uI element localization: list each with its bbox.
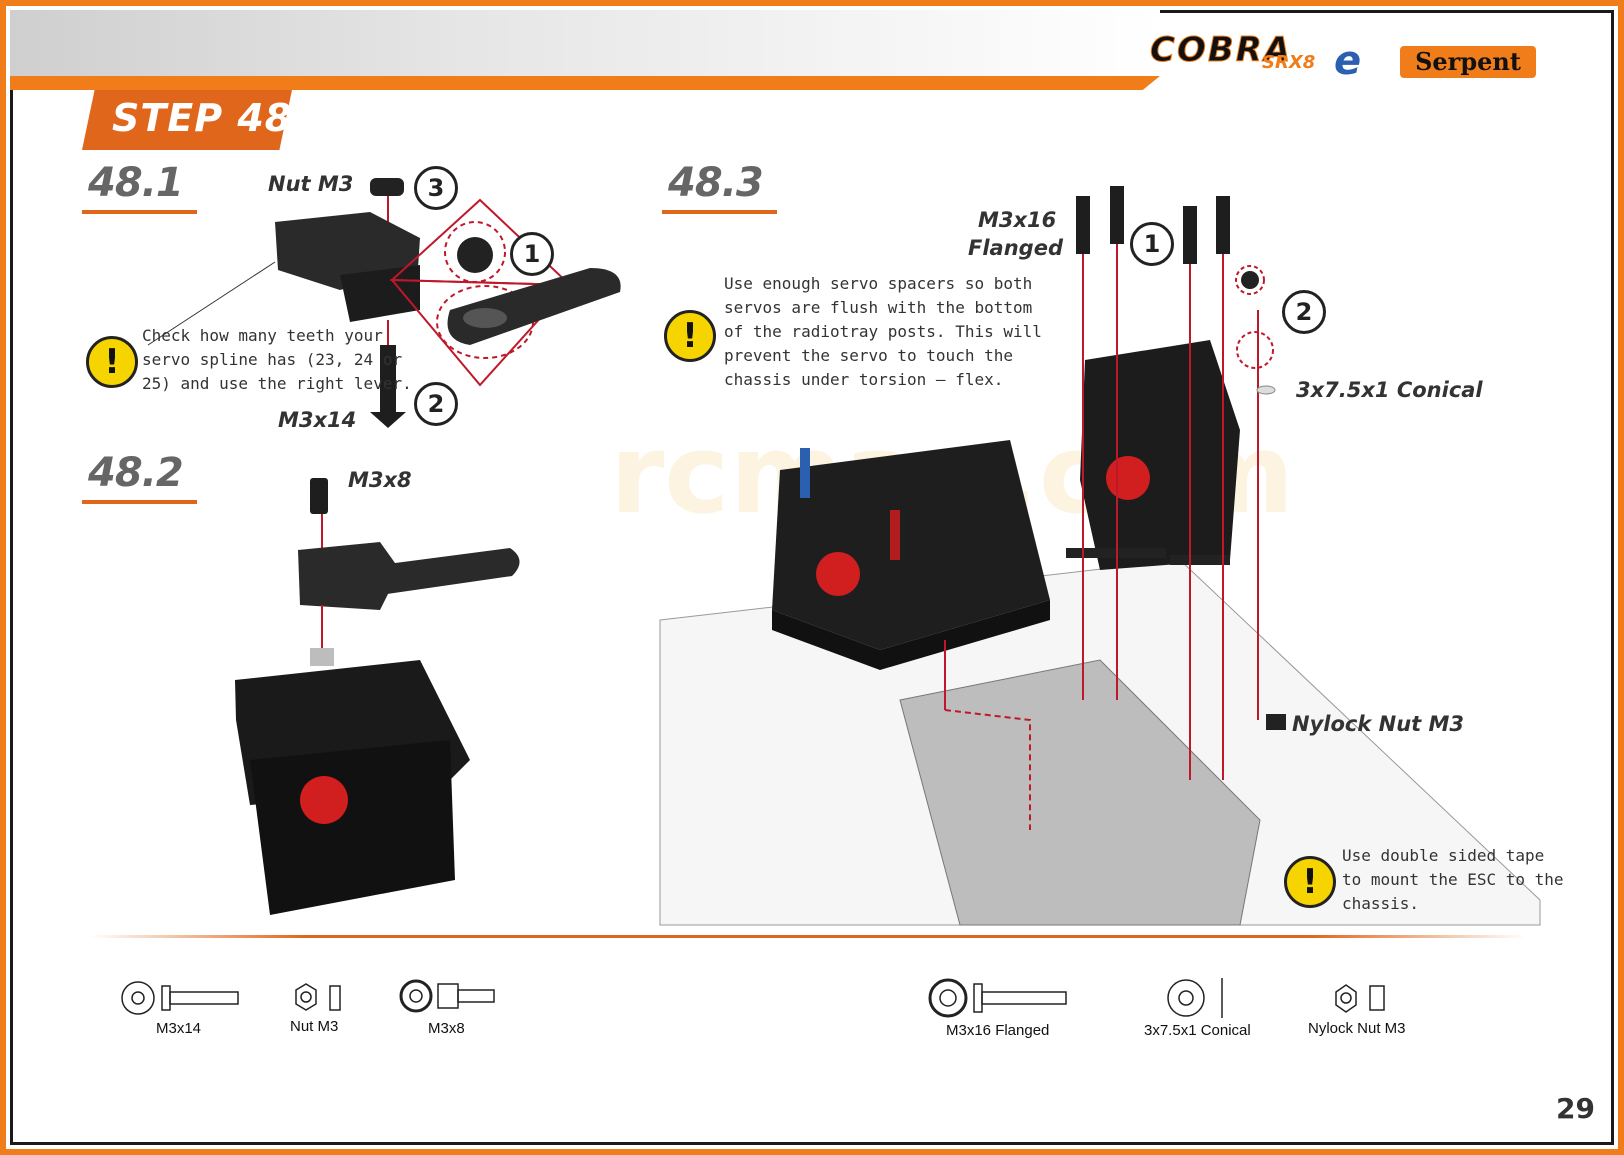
warning-icon: ! (664, 310, 716, 362)
legend-divider (90, 935, 1526, 938)
step-title: STEP 48 (112, 96, 293, 140)
step-banner (82, 90, 292, 150)
note-line: Use enough servo spacers so both (724, 274, 1033, 293)
legend-conical: 3x7.5x1 Conical (1144, 1022, 1251, 1039)
label-m3x8: M3x8 (348, 468, 412, 492)
warning-icon: ! (86, 336, 138, 388)
note-line: chassis under torsion – flex. (724, 370, 1004, 389)
legend-nylock-nut: Nylock Nut M3 (1308, 1020, 1406, 1037)
legend-m3x8: M3x8 (428, 1020, 465, 1037)
note-line: 25) and use the right lever. (142, 374, 412, 393)
note-double-sided-tape: Use double sided tape to mount the ESC t… (1342, 844, 1564, 916)
note-line: chassis. (1342, 894, 1420, 913)
label-m3x16: M3x16 (978, 208, 1057, 232)
note-line: prevent the servo to touch the (724, 346, 1013, 365)
legend-m3x14: M3x14 (156, 1020, 202, 1037)
label-nut-m3: Nut M3 (268, 172, 354, 196)
servo-illustration (235, 478, 520, 915)
section-heading-48-1: 48.1 (82, 160, 197, 214)
label-flanged: Flanged (968, 236, 1063, 260)
callout-1: 1 (510, 232, 554, 276)
note-line: servos are flush with the bottom (724, 298, 1033, 317)
label-nylock-nut: Nylock Nut M3 (1292, 712, 1464, 736)
warning-icon: ! (1284, 856, 1336, 908)
legend-nut-m3: Nut M3 (290, 1018, 339, 1035)
note-line: Use double sided tape (1342, 846, 1545, 865)
note-line: servo spline has (23, 24 or (142, 350, 403, 369)
page-number: 29 (1556, 1092, 1595, 1125)
section-heading-48-3: 48.3 (662, 160, 777, 214)
callout-2: 2 (414, 382, 458, 426)
brand-logo-suffix: e (1334, 38, 1362, 84)
callout-3: 3 (414, 166, 458, 210)
section-heading-48-2: 48.2 (82, 450, 197, 504)
brand-logo-variant: SRX8 (1262, 52, 1316, 73)
callout-1: 1 (1130, 222, 1174, 266)
note-line: Check how many teeth your (142, 326, 383, 345)
serpent-logo: Serpent (1400, 46, 1536, 78)
note-lever-teeth: Check how many teeth your servo spline h… (142, 324, 412, 396)
note-line: of the radiotray posts. This will (724, 322, 1042, 341)
note-line: to mount the ESC to the (1342, 870, 1564, 889)
legend-m3x16-flanged: M3x16 Flanged (946, 1022, 1050, 1039)
note-servo-spacers: Use enough servo spacers so both servos … (724, 272, 1042, 392)
servo-horn-parts-illustration (147, 178, 621, 428)
callout-2: 2 (1282, 290, 1326, 334)
brand-logo-model: COBRA (1149, 30, 1293, 71)
label-conical-washer: 3x7.5x1 Conical (1296, 378, 1483, 402)
esc-and-chassis-illustration (659, 186, 1541, 926)
parts-legend-icons (121, 978, 1385, 1018)
label-m3x14: M3x14 (278, 408, 357, 432)
header-accent-line (10, 76, 1160, 90)
header-band (10, 10, 1160, 76)
